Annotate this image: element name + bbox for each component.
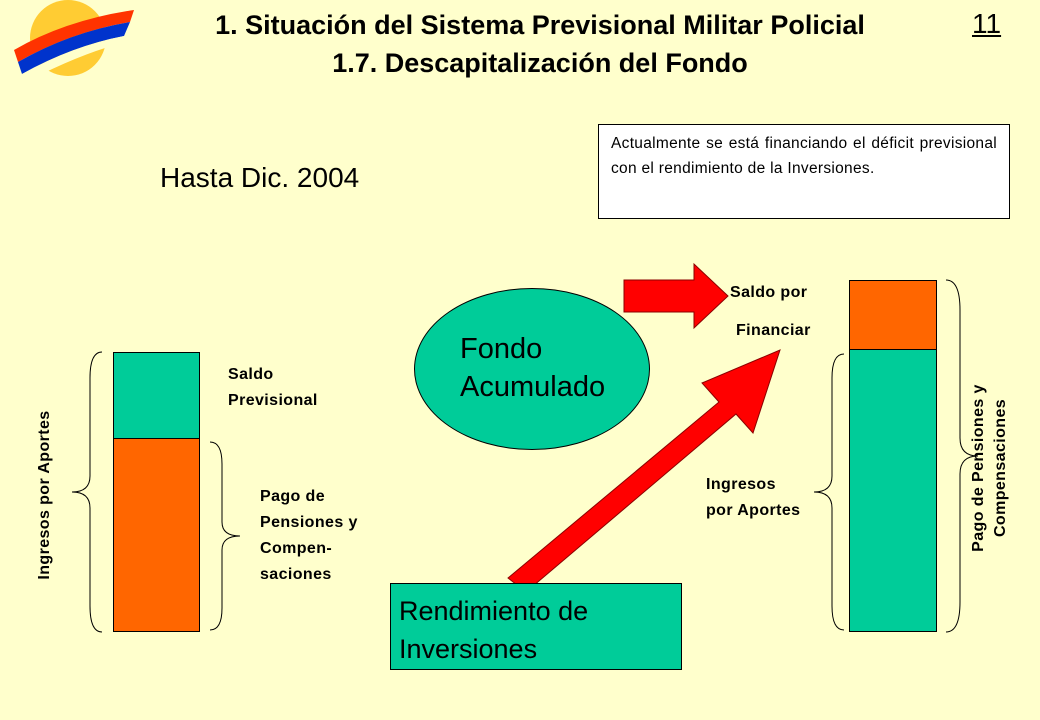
arrow-label-line-1: Saldo por (730, 284, 808, 301)
left-top-label-line-2: Previsional (228, 392, 318, 409)
left-bar-saldo-segment (113, 352, 200, 439)
right-inner-label: Ingresos por Aportes (706, 472, 800, 524)
right-inner-label-line-1: Ingresos (706, 476, 776, 493)
left-bottom-label-line-2: Pensiones y (260, 514, 358, 531)
right-bar-ingresos-segment (849, 349, 937, 632)
title-line-1: 1. Situación del Sistema Previsional Mil… (215, 10, 865, 40)
note-box: Actualmente se está financiando el défic… (598, 124, 1010, 219)
period-subtitle: Hasta Dic. 2004 (160, 162, 360, 193)
right-side-label-line-2: Compensaciones (992, 398, 1009, 538)
left-bottom-label-line-4: saciones (260, 566, 332, 583)
fund-label: Fondo Acumulado (460, 330, 605, 406)
left-top-label-line-1: Saldo (228, 366, 274, 383)
left-bottom-label-line-1: Pago de (260, 488, 326, 505)
returns-to-deficit-arrow-icon (507, 349, 781, 593)
fund-label-line-2: Acumulado (460, 371, 606, 403)
left-bottom-label: Pago de Pensiones y Compen- saciones (260, 484, 358, 588)
returns-box: Rendimiento de Inversiones (390, 583, 682, 670)
returns-label-line-1: Rendimiento de (399, 596, 589, 626)
right-outer-brace (945, 279, 979, 633)
left-inner-brace (209, 441, 241, 631)
returns-label-line-2: Inversiones (399, 634, 538, 664)
left-bar-pagos-segment (113, 437, 200, 632)
right-inner-label-line-2: por Aportes (706, 502, 801, 519)
right-inner-brace (813, 353, 845, 631)
left-bottom-label-line-3: Compen- (260, 540, 333, 557)
right-side-label-line-1: Pago de Pensiones y (970, 384, 987, 552)
left-outer-brace (71, 351, 103, 633)
left-top-label: Saldo Previsional (228, 362, 318, 414)
fund-label-line-1: Fondo (460, 333, 543, 365)
right-bar (849, 280, 937, 632)
right-side-label: Pago de Pensiones y Compensaciones (968, 358, 1012, 578)
fund-to-deficit-arrow-icon (623, 262, 729, 330)
sun-stripes-logo-icon (14, 0, 134, 80)
right-bar-saldo-segment (849, 280, 937, 351)
left-bar (113, 352, 200, 632)
left-side-label: Ingresos por Aportes (36, 410, 53, 580)
page-number: 11 (972, 8, 1002, 39)
fund-ellipse (414, 288, 650, 450)
title-line-2: 1.7. Descapitalización del Fondo (332, 48, 748, 78)
arrow-label-line-2: Financiar (736, 322, 811, 339)
